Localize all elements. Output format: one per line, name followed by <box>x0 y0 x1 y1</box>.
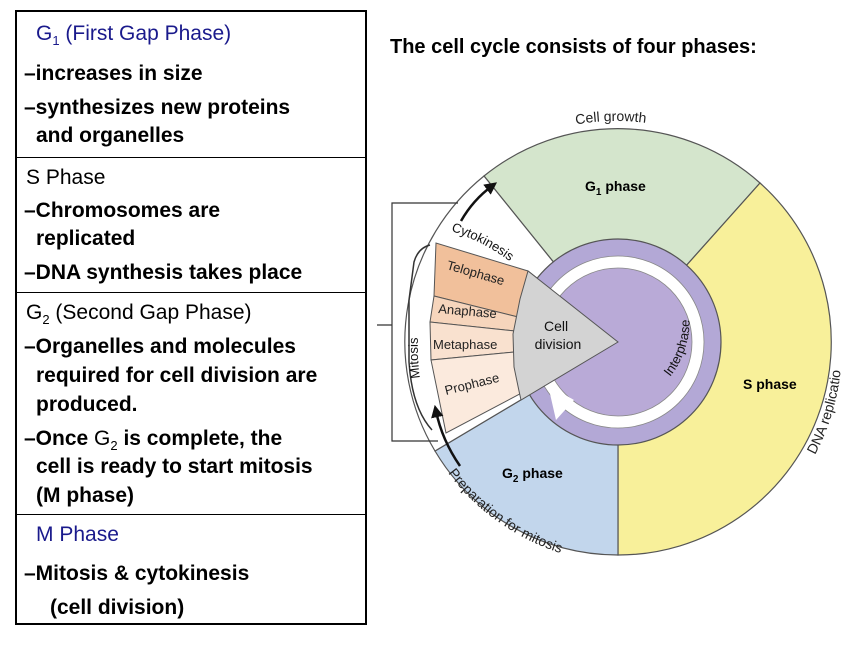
cycle-arrow-top <box>459 182 498 222</box>
phase-table: G1 (First Gap Phase) –increases in size … <box>15 10 367 625</box>
m-heading: M Phase <box>36 523 119 546</box>
diagram-title: The cell cycle consists of four phases: <box>390 36 757 58</box>
g2-phase-label: G2 phase <box>502 465 563 485</box>
mitosis-label: Mitosis <box>406 337 423 380</box>
s-section: S Phase –Chromosomes are replicated –DNA… <box>17 157 365 292</box>
g2-section: G2 (Second Gap Phase) –Organelles and mo… <box>17 292 365 514</box>
g2-item: cell is ready to start mitosis <box>36 455 313 478</box>
g1-phase-label: G1 phase <box>585 178 646 198</box>
m-item: (cell division) <box>50 596 185 619</box>
g2-item: –Organelles and molecules <box>24 335 296 358</box>
cell-division-wedge <box>512 270 619 401</box>
g1-sector <box>483 128 761 343</box>
outer-bracket <box>377 202 458 442</box>
cycle-arrow-bottom <box>431 404 462 467</box>
anaphase-label: Anaphase <box>438 301 498 321</box>
s-item: replicated <box>36 227 136 250</box>
interphase-arrowhead <box>548 385 574 420</box>
s-heading: S Phase <box>26 166 106 189</box>
g2-item: required for cell division are <box>36 364 318 387</box>
g1-heading: G1 (First Gap Phase) <box>36 22 232 48</box>
g2-item: (M phase) <box>36 484 135 507</box>
metaphase-label: Metaphase <box>433 337 497 352</box>
s-item: –DNA synthesis takes place <box>24 261 303 284</box>
mitosis-bracket <box>408 244 433 431</box>
m-section: M Phase –Mitosis & cytokinesis (cell div… <box>17 514 365 623</box>
cell-division-label: Cell division <box>535 318 582 352</box>
g1-section: G1 (First Gap Phase) –increases in size … <box>17 12 365 157</box>
g2-item: produced. <box>36 393 138 416</box>
g1-item: –increases in size <box>24 62 203 85</box>
g2-once-line: –Once G2 is complete, the <box>24 427 283 453</box>
g1-item: –synthesizes new proteins <box>24 96 291 119</box>
g2-heading: G2 (Second Gap Phase) <box>26 301 252 327</box>
m-item: –Mitosis & cytokinesis <box>24 562 250 585</box>
s-phase-label: S phase <box>743 376 797 392</box>
s-item: –Chromosomes are <box>24 199 221 222</box>
g1-item: and organelles <box>36 124 185 147</box>
s-sector <box>617 182 832 556</box>
cell-growth-label: Cell growth <box>574 108 647 127</box>
